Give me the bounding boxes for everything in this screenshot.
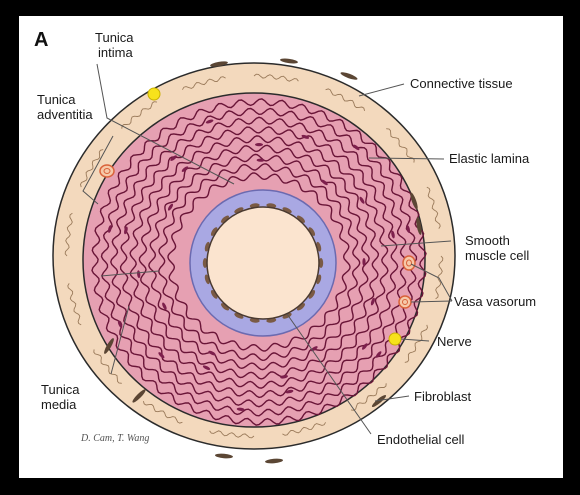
vessel-lumen <box>207 207 319 319</box>
tunica-adventitia-label: Tunica adventitia <box>37 92 93 122</box>
vasa-vasorum-vessel-left <box>100 165 114 177</box>
artist-signature: D. Cam, T. Wang <box>80 433 149 444</box>
fibroblast-cell <box>265 458 283 464</box>
fibroblast-cell <box>340 71 358 81</box>
smooth-muscle-cell-label: Smooth muscle cell <box>465 233 529 263</box>
vasa-vasorum-label: Vasa vasorum <box>454 294 536 309</box>
connective-tissue-label: Connective tissue <box>410 76 513 91</box>
vasa-vasorum-vessel-upper <box>403 256 415 270</box>
smooth-muscle-cell-nucleus <box>362 258 365 266</box>
smooth-muscle-cell-nucleus <box>255 143 263 146</box>
fibroblast-cell <box>280 58 298 65</box>
fibroblast-cell <box>215 453 233 459</box>
panel-letter: A <box>34 29 48 51</box>
elastic-lamina-label: Elastic lamina <box>449 151 530 166</box>
tunica-media-label: Tunica media <box>41 382 83 412</box>
fibroblast-label: Fibroblast <box>414 389 471 404</box>
nerve-icon <box>389 333 401 345</box>
nerve-icon-top <box>148 88 160 100</box>
diagram-frame: A Tunica intima Tunica adventitia Tunica… <box>19 16 563 478</box>
vasa-vasorum-vessel-lower <box>399 296 411 308</box>
artery-cross-section-diagram: A Tunica intima Tunica adventitia Tunica… <box>19 16 563 478</box>
nerve-label: Nerve <box>437 334 472 349</box>
tunica-intima-label: Tunica intima <box>95 30 137 60</box>
endothelial-cell-label: Endothelial cell <box>377 432 465 447</box>
